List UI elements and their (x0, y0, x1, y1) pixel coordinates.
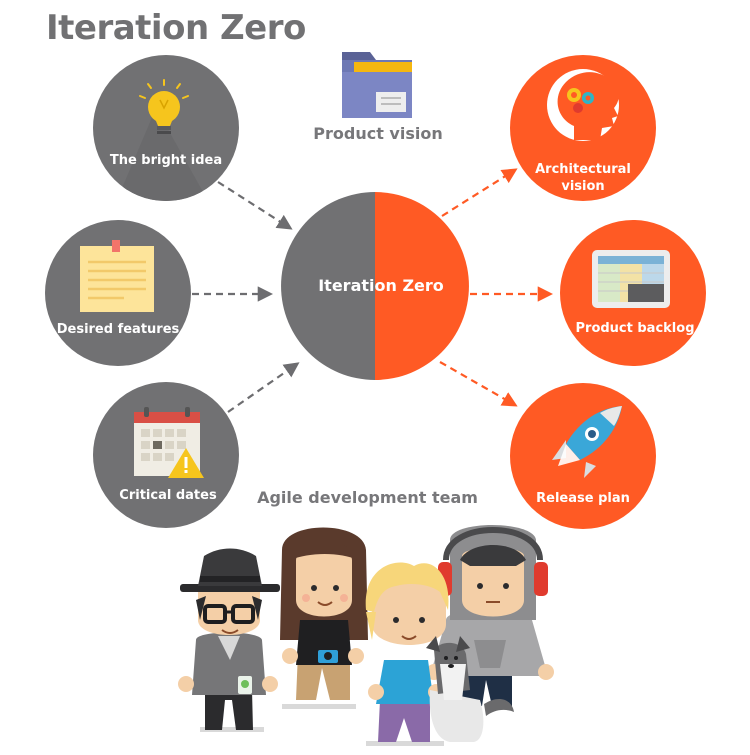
label-desired-features: Desired features (57, 322, 180, 337)
arrow-architectural-vision (441, 168, 518, 217)
label-bright-idea: The bright idea (110, 153, 222, 168)
label-product-backlog: Product backlog (576, 321, 695, 336)
node-bright-idea: The bright idea (93, 55, 239, 201)
folder-icon (342, 52, 412, 118)
arrow-release-plan (439, 361, 518, 407)
dog (426, 636, 514, 742)
sticky-note-icon (80, 240, 154, 312)
label-architectural-vision-line1: Architectural (535, 162, 631, 177)
tablet-table-icon (592, 250, 670, 308)
team-member-woman-camera (280, 527, 368, 700)
team-member-hat-glasses (178, 548, 280, 730)
node-desired-features: Desired features (45, 220, 191, 366)
label-critical-dates: Critical dates (119, 488, 217, 503)
rocket-icon (552, 406, 622, 478)
page-title: Iteration Zero (46, 8, 306, 48)
node-critical-dates: Critical dates (93, 382, 239, 528)
label-architectural-vision-line2: vision (561, 179, 604, 194)
team-member-blonde (365, 562, 449, 742)
brain-gears-icon (547, 69, 619, 141)
arrow-bright-idea (217, 181, 293, 230)
node-release-plan: Release plan (510, 383, 656, 529)
team-illustration (178, 525, 554, 746)
label-release-plan: Release plan (536, 491, 630, 506)
node-product-backlog: Product backlog (560, 220, 706, 366)
center-node-iteration-zero: Iteration Zero (281, 192, 469, 380)
lightbulb-icon (139, 79, 189, 134)
team-label: Agile development team (257, 488, 478, 507)
product-vision-label: Product vision (313, 124, 443, 143)
node-architectural-vision: Architectural vision (510, 55, 656, 201)
center-label: Iteration Zero (318, 276, 444, 295)
arrow-critical-dates (227, 362, 300, 413)
calendar-warning-icon (134, 407, 204, 478)
